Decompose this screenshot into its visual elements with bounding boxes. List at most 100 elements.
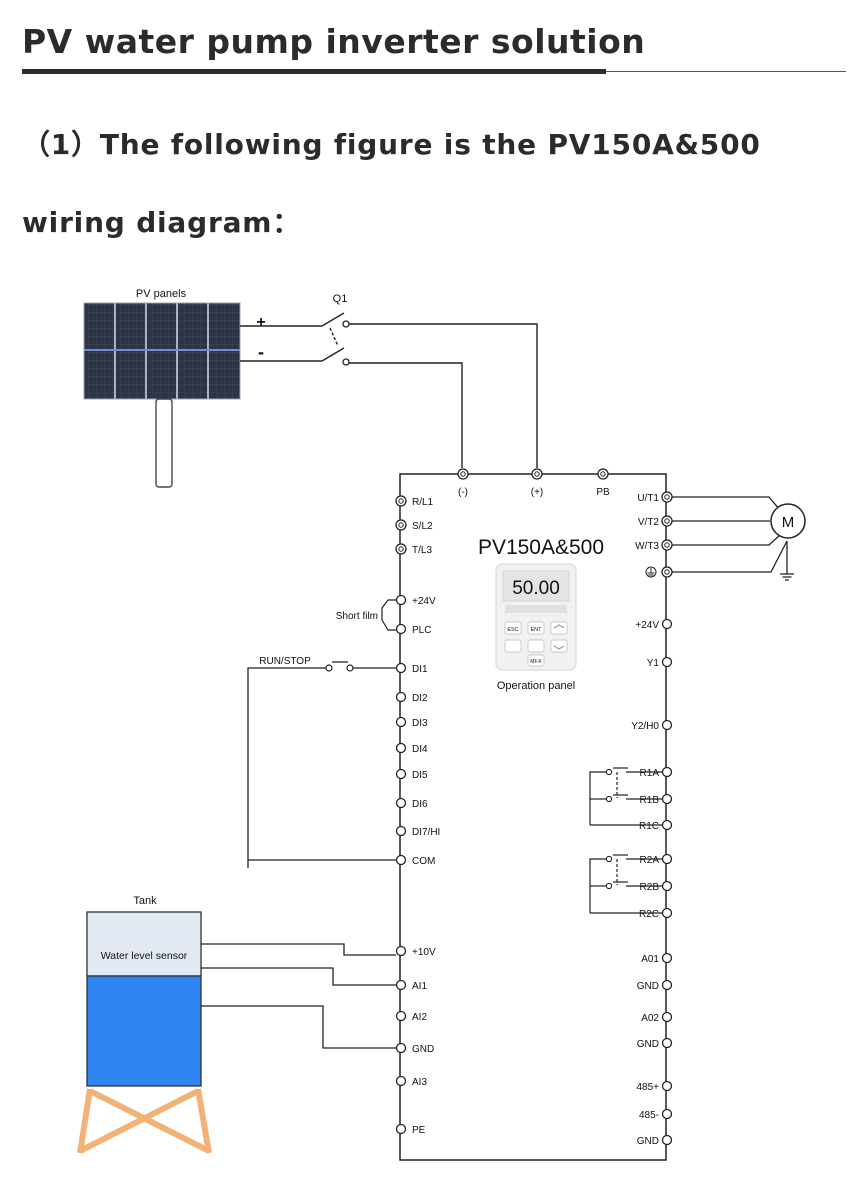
switch-contact [325,664,333,672]
motor-wiring [672,496,794,581]
terminal-label: +24V [412,596,436,607]
terminal-point [661,1108,673,1120]
terminal-point [395,854,407,866]
input-terminals: R/L1 S/L2 T/L3 [395,495,434,556]
pv-minus-sign: - [258,342,264,362]
water-level-sensor-label: Water level sensor [101,950,188,962]
breaker-contact [342,358,350,366]
operation-panel-caption: Operation panel [497,680,575,692]
pv-panel-array [83,302,241,400]
terminal-label: A01 [641,954,659,965]
terminal-pb-core [600,471,606,477]
sensor-wiring [201,943,396,1049]
top-terminals: (-) (+) PB [457,468,610,498]
terminal-label: (-) [458,487,468,498]
terminal-label: 485+ [636,1082,659,1093]
terminal-label: R2B [640,882,660,893]
terminal-label: A02 [641,1013,659,1024]
terminal-label: GND [637,1039,659,1050]
terminal-label: V/T2 [638,517,660,528]
terminal-label: S/L2 [412,521,433,532]
run-stop-switch [247,661,396,868]
inverter-model: PV150A&500 [478,536,604,559]
terminal-point [661,766,673,778]
terminal-label: R/L1 [412,497,434,508]
terminal-point [395,662,407,674]
terminal-point [395,768,407,780]
short-film-jumper [381,599,396,631]
operation-panel: 50.00 ESC ENT MF.K [495,563,577,671]
terminal-label: U/T1 [637,493,659,504]
terminal-point [395,1042,407,1054]
panel-key-esc: ESC [507,627,518,633]
terminal-label: AI1 [412,981,427,992]
intro-paragraph: （1）The following figure is the PV150A&50… [22,128,761,239]
pv-panels-label: PV panels [136,288,187,300]
terminal-dc-plus-core [534,471,540,477]
terminal-label: R2C [639,909,659,920]
terminal-label: COM [412,856,435,867]
terminal-point [395,1075,407,1087]
terminal-label: (+) [531,487,544,498]
pv-plus-sign: + [256,314,265,331]
terminal-dc-minus [457,468,469,480]
terminal-label: +24V [635,620,659,631]
short-film-label: Short film [336,611,378,622]
terminal-label: PE [412,1125,426,1136]
terminal-label: AI3 [412,1077,427,1088]
terminal-label: R1C [639,821,659,832]
terminal-point [395,979,407,991]
pv-mount-post [155,398,173,488]
terminal-point [661,880,673,892]
dc-wiring [240,312,538,468]
motor-icon [770,503,806,539]
terminal-point [661,719,673,731]
terminal-label: DI7/HI [412,827,440,838]
terminal-label: Y1 [647,658,660,669]
heading-rule [606,71,846,72]
terminal-point [395,1123,407,1135]
terminal-label: DI1 [412,664,428,675]
terminal-point [395,623,407,635]
terminal-point [395,1010,407,1022]
tank-water [86,975,202,1087]
panel-key-ent: ENT [531,627,543,633]
terminal-point [661,952,673,964]
heading-underline [22,69,606,74]
terminal-point [661,979,673,991]
terminal-point [395,691,407,703]
terminal-label: DI2 [412,693,428,704]
ground-terminal-icon [645,566,657,578]
motor-label: M [782,514,795,531]
terminal-dc-minus-core [460,471,466,477]
terminal-label: 485- [639,1110,659,1121]
terminal-point [661,1011,673,1023]
right-control-terminals: +24VY1Y2/H0R1AR1BR1CR2AR2BR2CA01GNDA02GN… [631,618,673,1147]
terminal-point [661,1134,673,1146]
tank-stand [77,1088,212,1154]
terminal-point [661,656,673,668]
terminal-label: W/T3 [635,541,659,552]
terminal-point [395,945,407,957]
terminal-label: R1B [640,795,660,806]
terminal-label: GND [637,981,659,992]
terminal-point [395,594,407,606]
tank-label: Tank [133,895,157,907]
terminal-label: R1A [640,768,660,779]
terminal-label: PB [596,487,610,498]
water-level-sensor [86,911,202,977]
terminal-point [395,825,407,837]
run-stop-label: RUN/STOP [259,656,311,667]
terminal-point [395,742,407,754]
panel-display: 50.00 [512,578,560,599]
terminal-label: AI2 [412,1012,427,1023]
terminal-point [661,1080,673,1092]
breaker-contact [342,320,350,328]
relay-contact-points [605,768,613,890]
terminal-point [661,1037,673,1049]
page-heading: PV water pump inverter solution [22,22,646,61]
terminal-label: +10V [412,947,436,958]
terminal-label: PLC [412,625,431,636]
terminal-label: DI3 [412,718,428,729]
panel-key-mfk: MF.K [530,659,542,665]
